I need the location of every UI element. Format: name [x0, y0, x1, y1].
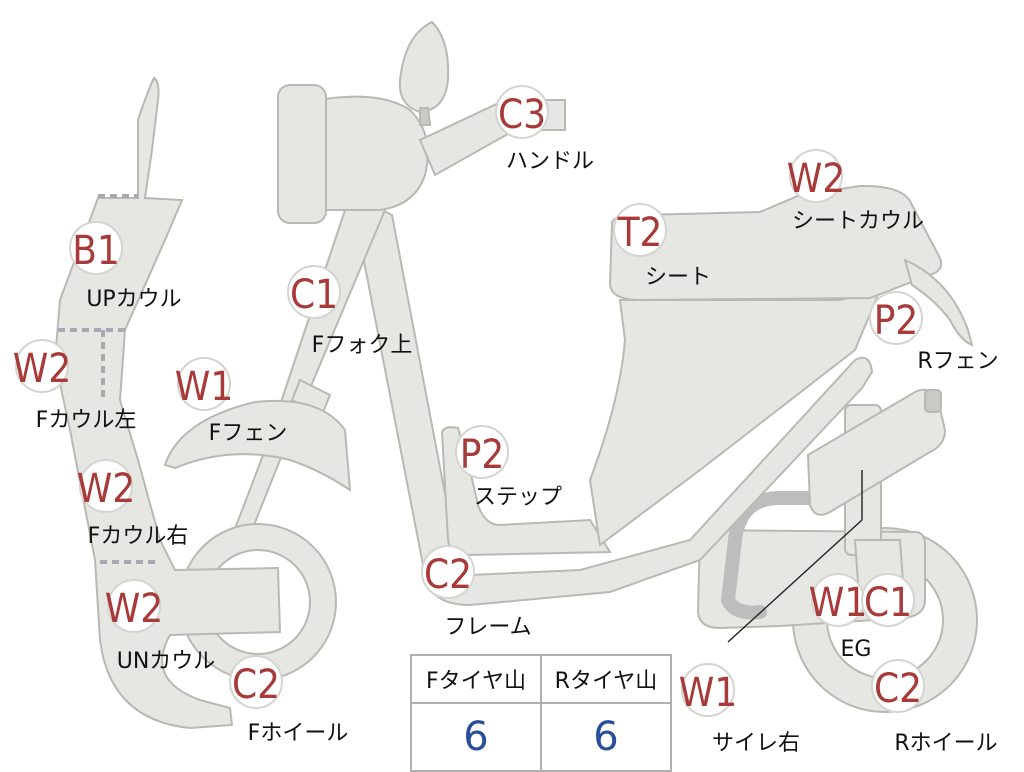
- front-cowl-shape: [53, 76, 282, 730]
- callout-label: シートカウル: [792, 209, 924, 234]
- front-fork-shape: [223, 193, 387, 562]
- callout-f-wheel[interactable]: C2 Fホイール: [229, 655, 349, 746]
- callout-f-fender[interactable]: W1 Fフェン: [175, 357, 288, 446]
- callout-label: Fフェン: [209, 421, 288, 446]
- cowl-seams: [58, 194, 160, 564]
- seat-cowl-tail-shape: [903, 258, 974, 347]
- callout-label: UPカウル: [86, 287, 181, 312]
- leader-lines: [727, 470, 863, 643]
- mirror-stem-shape: [419, 107, 432, 126]
- callout-label: Fカウル左: [36, 408, 137, 433]
- callout-frame[interactable]: C2 フレーム: [421, 545, 532, 640]
- body-shape: [588, 288, 882, 547]
- callout-label: Fカウル右: [88, 524, 189, 549]
- callout-label: Rホイール: [894, 731, 997, 756]
- callout-label: ステップ: [474, 485, 562, 510]
- callout-label: Fホイール: [248, 721, 349, 746]
- handlebar-body-shape: [316, 95, 429, 211]
- callout-f-fork-upper[interactable]: C1 Fフォク上: [287, 265, 413, 358]
- scooter-silhouette: [53, 20, 978, 730]
- callout-label: シート: [645, 265, 711, 290]
- callout-code: C2: [874, 666, 922, 712]
- callout-un-cowl[interactable]: W2 UNカウル: [105, 579, 216, 674]
- callout-code: C3: [498, 92, 546, 138]
- callout-r-fender[interactable]: P2 Rフェン: [869, 291, 999, 374]
- tire-tread-value-row: 6 6: [411, 703, 671, 771]
- callout-f-cowl-right[interactable]: W2 Fカウル右: [77, 459, 189, 549]
- callout-code: W2: [787, 156, 845, 202]
- callout-code: W1: [175, 364, 233, 410]
- callout-code: W1: [679, 670, 737, 716]
- tire-tread-table: Fタイヤ山 Rタイヤ山 6 6: [410, 654, 672, 772]
- callout-badges: B1 UPカウル W2 Fカウル左 W2 Fカウル右 W2 UNカウル W1 F…: [13, 85, 999, 756]
- tire-tread-header-row: Fタイヤ山 Rタイヤ山: [411, 655, 671, 704]
- callout-seat[interactable]: T2 シート: [613, 203, 711, 290]
- callout-label: UNカウル: [117, 649, 216, 674]
- callout-code-secondary: C1: [864, 580, 912, 626]
- leader-muffler: [727, 519, 863, 643]
- callout-code: C2: [232, 662, 280, 708]
- callout-code: W1: [809, 580, 867, 626]
- callout-code: C2: [424, 552, 472, 598]
- headlight-shape: [277, 84, 327, 224]
- callout-eg[interactable]: W1 C1 EG: [809, 573, 915, 662]
- muffler-tube-shape: [720, 491, 867, 620]
- callout-label: Rフェン: [917, 349, 998, 374]
- callout-label: サイレ右: [712, 731, 800, 756]
- callout-code: W2: [77, 466, 135, 512]
- rear-tire-header: Rタイヤ山: [540, 655, 671, 704]
- callout-label: EG: [841, 637, 872, 662]
- callout-code: B1: [72, 228, 120, 274]
- front-tire-value[interactable]: 6: [463, 714, 489, 760]
- callout-code: P2: [874, 298, 919, 344]
- callout-f-cowl-left[interactable]: W2 Fカウル左: [13, 339, 137, 433]
- callout-step[interactable]: P2 ステップ: [455, 425, 562, 510]
- callout-code: P2: [460, 432, 505, 478]
- callout-code: W2: [105, 586, 163, 632]
- front-fender-shape: [163, 399, 352, 492]
- callout-code: C1: [290, 272, 338, 318]
- callout-muffler-right[interactable]: W1 サイレ右: [679, 663, 800, 756]
- callout-label: フレーム: [444, 615, 531, 640]
- callout-r-wheel[interactable]: C2 Rホイール: [871, 659, 998, 756]
- rear-tire-value[interactable]: 6: [540, 703, 671, 771]
- callout-code: W2: [13, 346, 71, 392]
- callout-label: Fフォク上: [312, 333, 413, 358]
- callout-label: ハンドル: [506, 149, 594, 174]
- callout-seat-cowl[interactable]: W2 シートカウル: [787, 149, 924, 234]
- mirror-shape: [398, 20, 450, 114]
- callout-up-cowl[interactable]: B1 UPカウル: [69, 221, 182, 312]
- callout-code: T2: [617, 210, 663, 256]
- callout-handle[interactable]: C3 ハンドル: [495, 85, 594, 174]
- rear-axle-stub: [924, 389, 942, 413]
- front-tire-header: Fタイヤ山: [411, 655, 541, 704]
